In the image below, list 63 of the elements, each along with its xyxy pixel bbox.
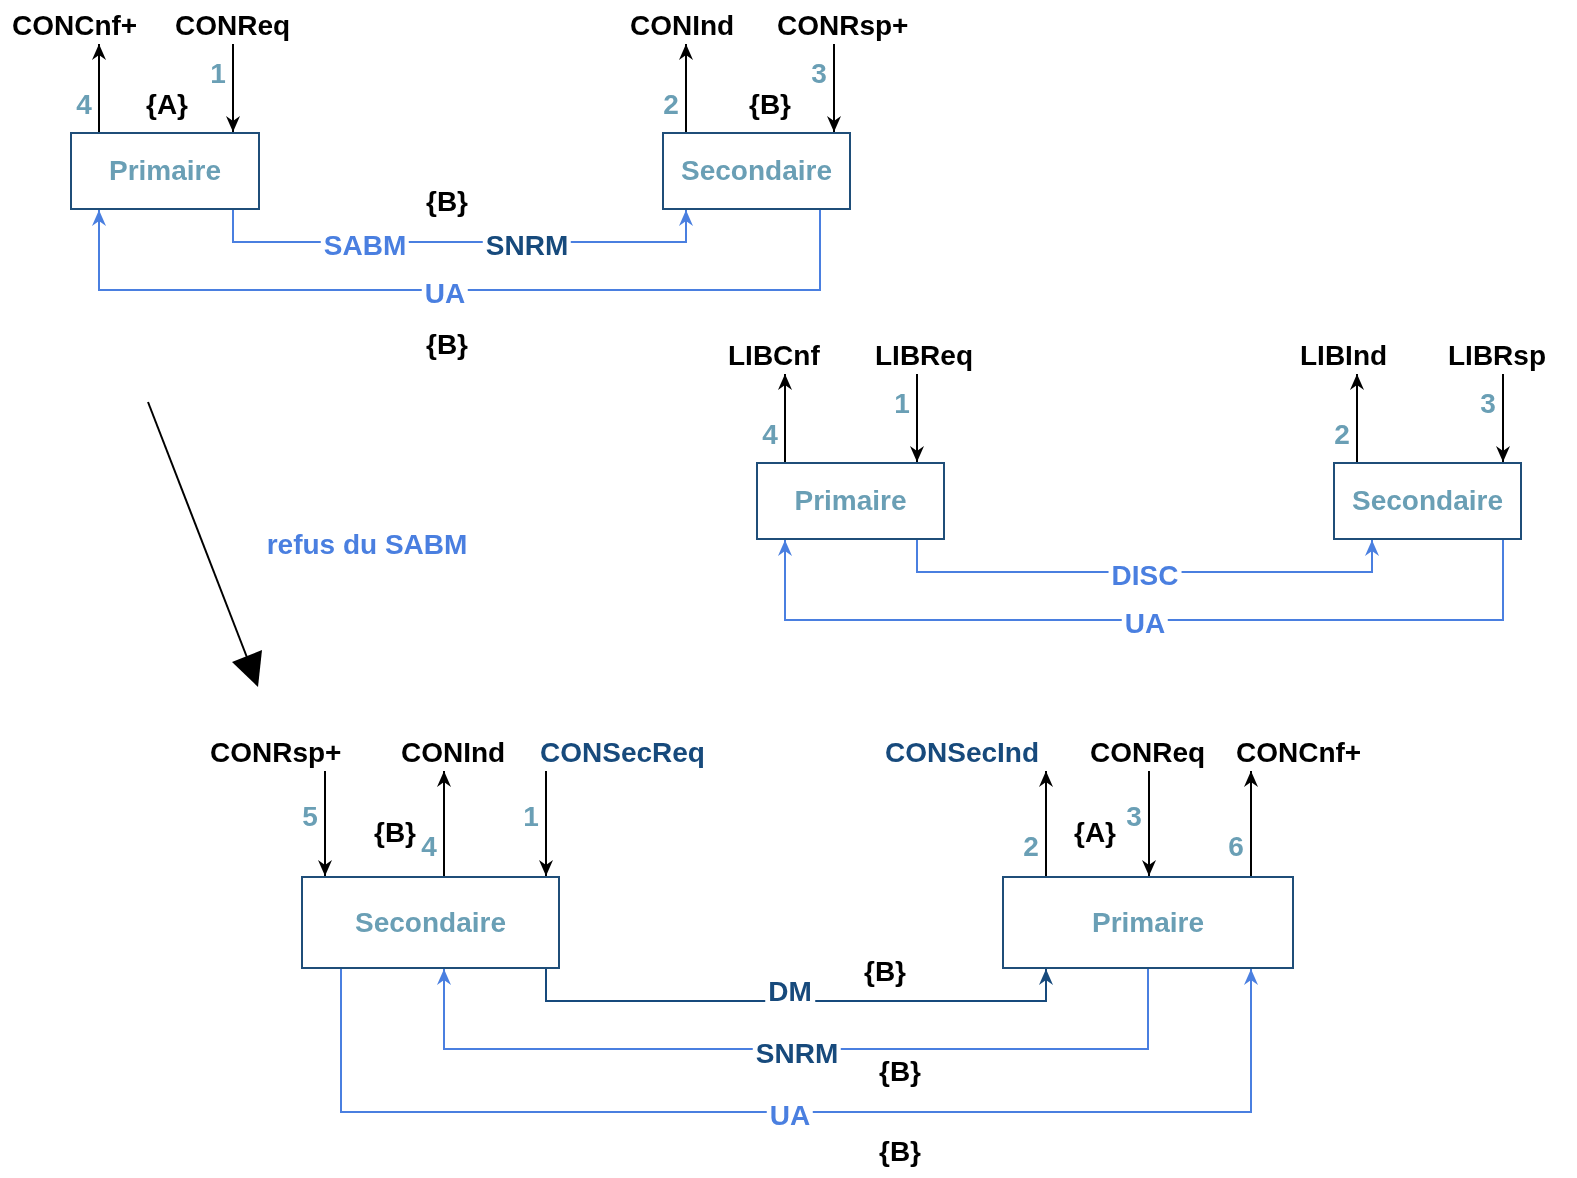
arrow bbox=[1142, 770, 1156, 877]
arrow bbox=[340, 968, 1258, 1113]
arrow bbox=[92, 43, 106, 133]
primitive-name: CONCnf+ bbox=[12, 8, 138, 44]
station-box: Primaire bbox=[1002, 876, 1294, 969]
primitive-name: CONInd bbox=[630, 8, 735, 44]
edge-label: 4 bbox=[75, 89, 93, 121]
arrow bbox=[1039, 770, 1053, 877]
edge-label: 3 bbox=[1125, 801, 1143, 833]
arrow bbox=[1350, 373, 1364, 463]
edge-label: 6 bbox=[1227, 831, 1245, 863]
edge-label: 3 bbox=[1479, 388, 1497, 420]
primitive-name: LIBRsp bbox=[1448, 338, 1546, 374]
annotation: {B} bbox=[426, 328, 468, 362]
primitive-name: CONSecInd bbox=[885, 735, 1040, 771]
edge-label: 2 bbox=[662, 89, 680, 121]
edge-label: 1 bbox=[209, 58, 227, 90]
primitive-name: CONInd bbox=[401, 735, 506, 771]
annotation: {B} bbox=[879, 1135, 921, 1169]
arrow bbox=[1496, 373, 1510, 463]
edge-label: 1 bbox=[522, 801, 540, 833]
annotation: refus du SABM bbox=[266, 528, 468, 562]
primitive-name: CONReq bbox=[175, 8, 291, 44]
arrow bbox=[910, 373, 924, 463]
annotation: {A} bbox=[1074, 816, 1116, 850]
arrow bbox=[226, 43, 240, 133]
annotation: {B} bbox=[374, 816, 416, 850]
arrow bbox=[318, 770, 332, 877]
station-box: Secondaire bbox=[1333, 462, 1522, 540]
primitive-name: LIBCnf bbox=[728, 338, 820, 374]
primitive-name: CONRsp+ bbox=[777, 8, 909, 44]
primitive-name: CONRsp+ bbox=[210, 735, 342, 771]
arrow bbox=[437, 968, 1149, 1050]
annotation: {B} bbox=[879, 1055, 921, 1089]
arrow bbox=[679, 43, 693, 133]
primitive-name: LIBReq bbox=[875, 338, 973, 374]
arrow bbox=[545, 968, 1053, 1002]
arrow bbox=[539, 770, 553, 877]
arrow bbox=[437, 770, 451, 877]
annotation: {B} bbox=[864, 955, 906, 989]
primitive-name: CONSecReq bbox=[540, 735, 705, 771]
edge-label: 5 bbox=[301, 801, 319, 833]
primitive-name: CONReq bbox=[1090, 735, 1206, 771]
arrow bbox=[827, 43, 841, 133]
station-box: Primaire bbox=[756, 462, 945, 540]
arrow bbox=[92, 209, 821, 291]
annotation: {B} bbox=[749, 88, 791, 122]
edge-label: 2 bbox=[1333, 419, 1351, 451]
arrow bbox=[778, 539, 1504, 621]
edge-label: 1 bbox=[893, 388, 911, 420]
primitive-name: CONCnf+ bbox=[1236, 735, 1362, 771]
annotation: {A} bbox=[146, 88, 188, 122]
station-box: Primaire bbox=[70, 132, 260, 210]
edge-label: 3 bbox=[810, 58, 828, 90]
station-box: Secondaire bbox=[662, 132, 851, 210]
arrow bbox=[778, 373, 792, 463]
annotation: {B} bbox=[426, 185, 468, 219]
primitive-name: LIBInd bbox=[1300, 338, 1388, 374]
edge-label: 4 bbox=[761, 419, 779, 451]
edge-label: 2 bbox=[1022, 831, 1040, 863]
edge-label: 4 bbox=[420, 831, 438, 863]
station-box: Secondaire bbox=[301, 876, 560, 969]
arrow bbox=[1244, 770, 1258, 877]
